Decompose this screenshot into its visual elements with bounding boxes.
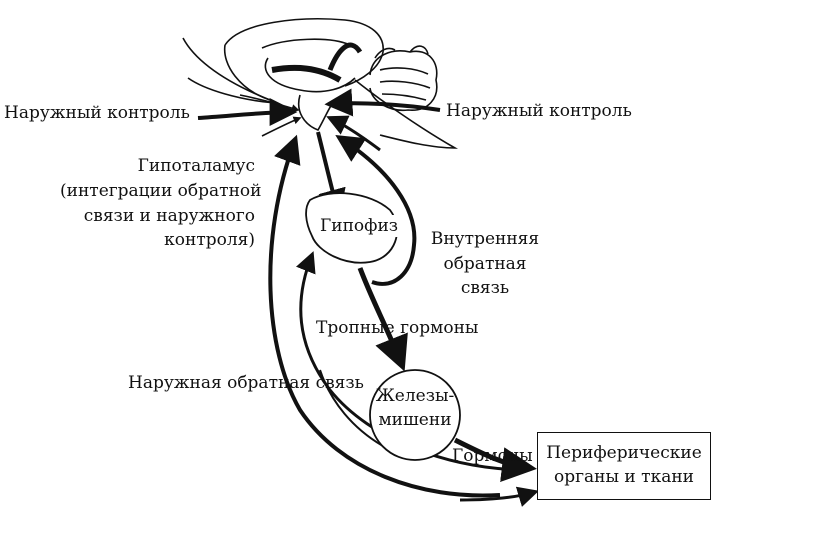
internal-feedback-line2: обратная [443, 254, 527, 274]
external-control-arrows [197, 88, 441, 152]
hypothalamus-line3: контроля) [164, 230, 255, 250]
brain-illustration [182, 18, 459, 149]
hormones-arrow [453, 437, 537, 483]
hormones-label: Гормоны [452, 446, 533, 466]
external-control-left-label: Наружный контроль [4, 103, 190, 123]
external-control-right-label: Наружный контроль [446, 101, 632, 121]
hypothalamus-line2: связи и наружного [83, 206, 255, 226]
internal-feedback-line1: Внутренняя [430, 229, 540, 249]
external-feedback-arrows [268, 134, 531, 498]
target-glands-line2: мишени [378, 410, 452, 430]
hypothalamus-title: Гипоталамус [137, 156, 255, 176]
peripheral-line1: Периферические [546, 443, 702, 463]
target-glands-line1: Железы- [375, 386, 455, 406]
pituitary-label: Гипофиз [318, 215, 401, 237]
peripheral-line2: органы и ткани [554, 467, 694, 487]
external-feedback-label: Наружная обратная связь [128, 373, 364, 393]
internal-feedback-line3: связь [460, 278, 510, 298]
target-glands-shape [369, 369, 461, 461]
peripheral-organs-box: Периферические органы и ткани [537, 432, 711, 500]
tropic-hormones-arrow [357, 267, 408, 372]
tropic-hormones-label: Тропные гормоны [316, 318, 479, 338]
periphery-return-arrow [459, 486, 540, 507]
internal-feedback-arrow [335, 134, 417, 286]
hypothalamus-line1: (интеграции обратной [60, 181, 262, 201]
